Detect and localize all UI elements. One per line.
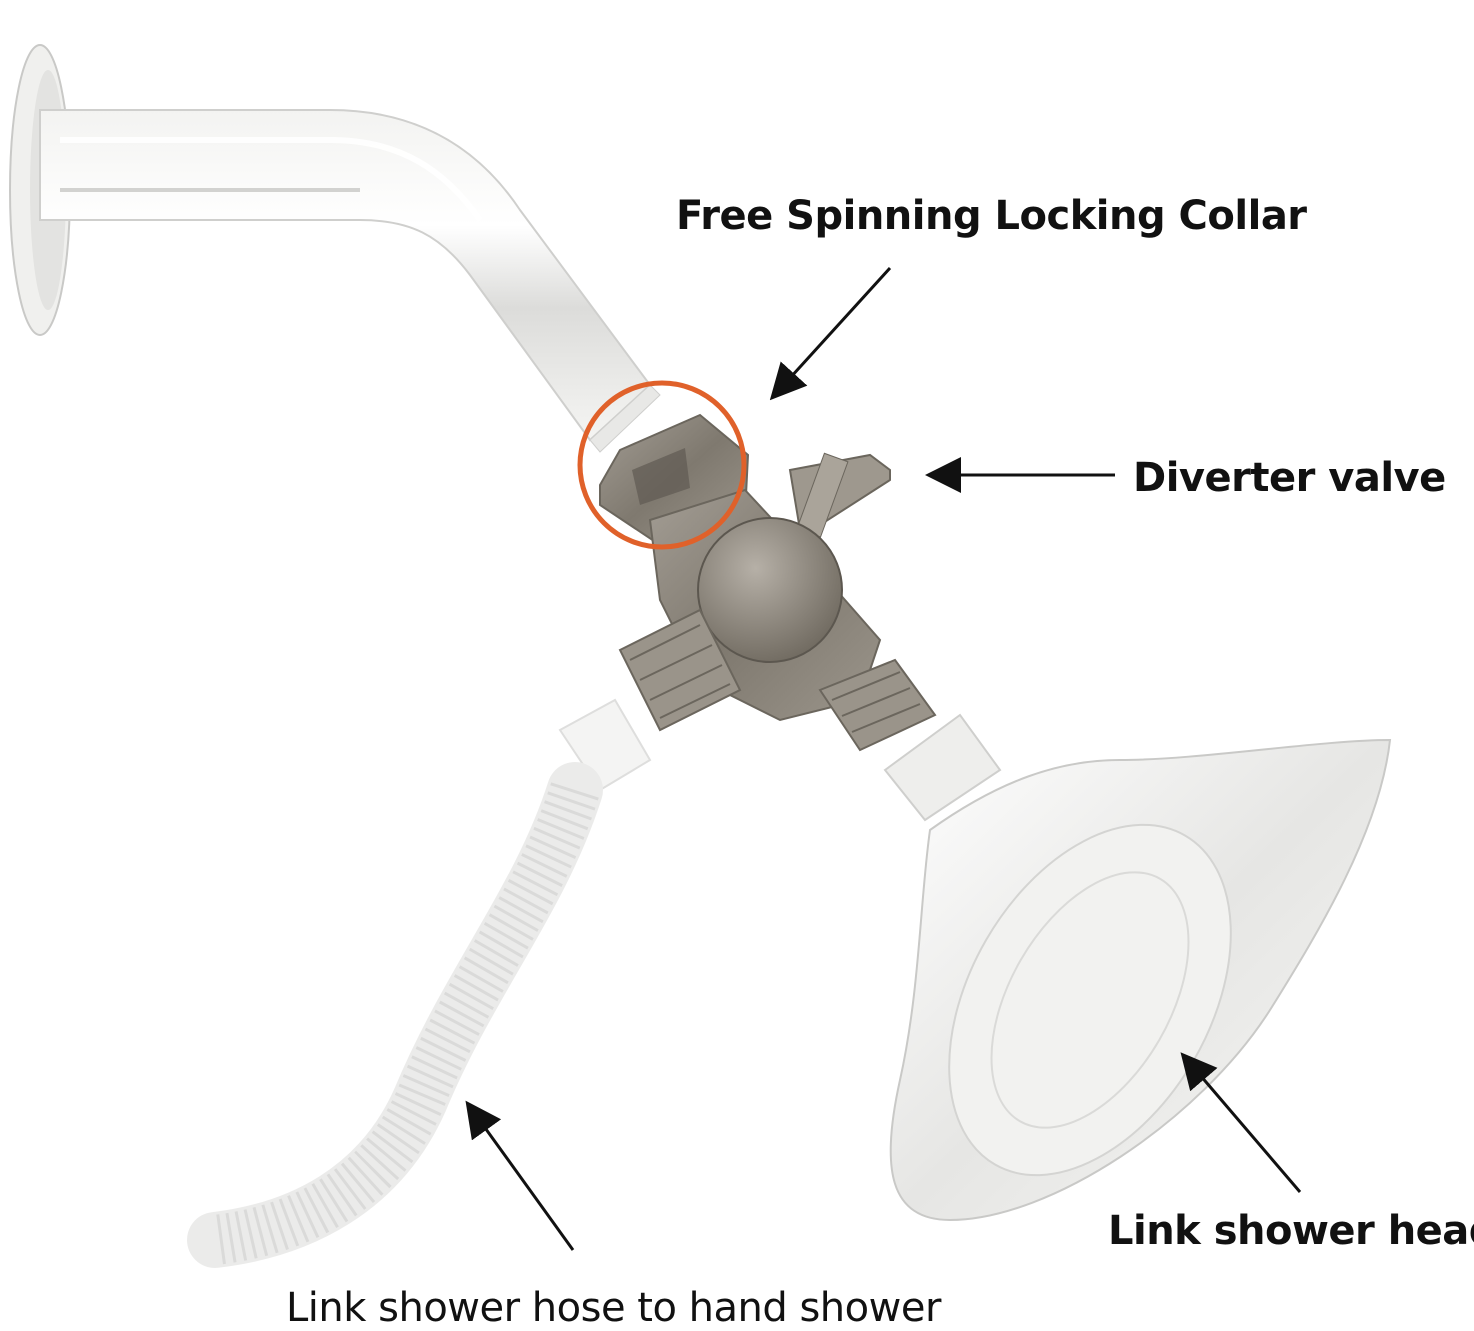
collar-label: Free Spinning Locking Collar: [676, 193, 1307, 239]
collar-arrow: [790, 268, 890, 378]
shower-head-arrow: [1200, 1075, 1300, 1192]
shower-arm: [40, 110, 660, 452]
shower-head-label: Link shower head: [1108, 1208, 1474, 1254]
hose-label: Link shower hose to hand shower: [286, 1285, 941, 1331]
shower-hose: [215, 700, 650, 1240]
hose-arrow: [483, 1125, 573, 1250]
diverter-label: Diverter valve: [1133, 455, 1446, 501]
shower-head: [885, 715, 1390, 1225]
diverter-valve: [600, 415, 935, 750]
